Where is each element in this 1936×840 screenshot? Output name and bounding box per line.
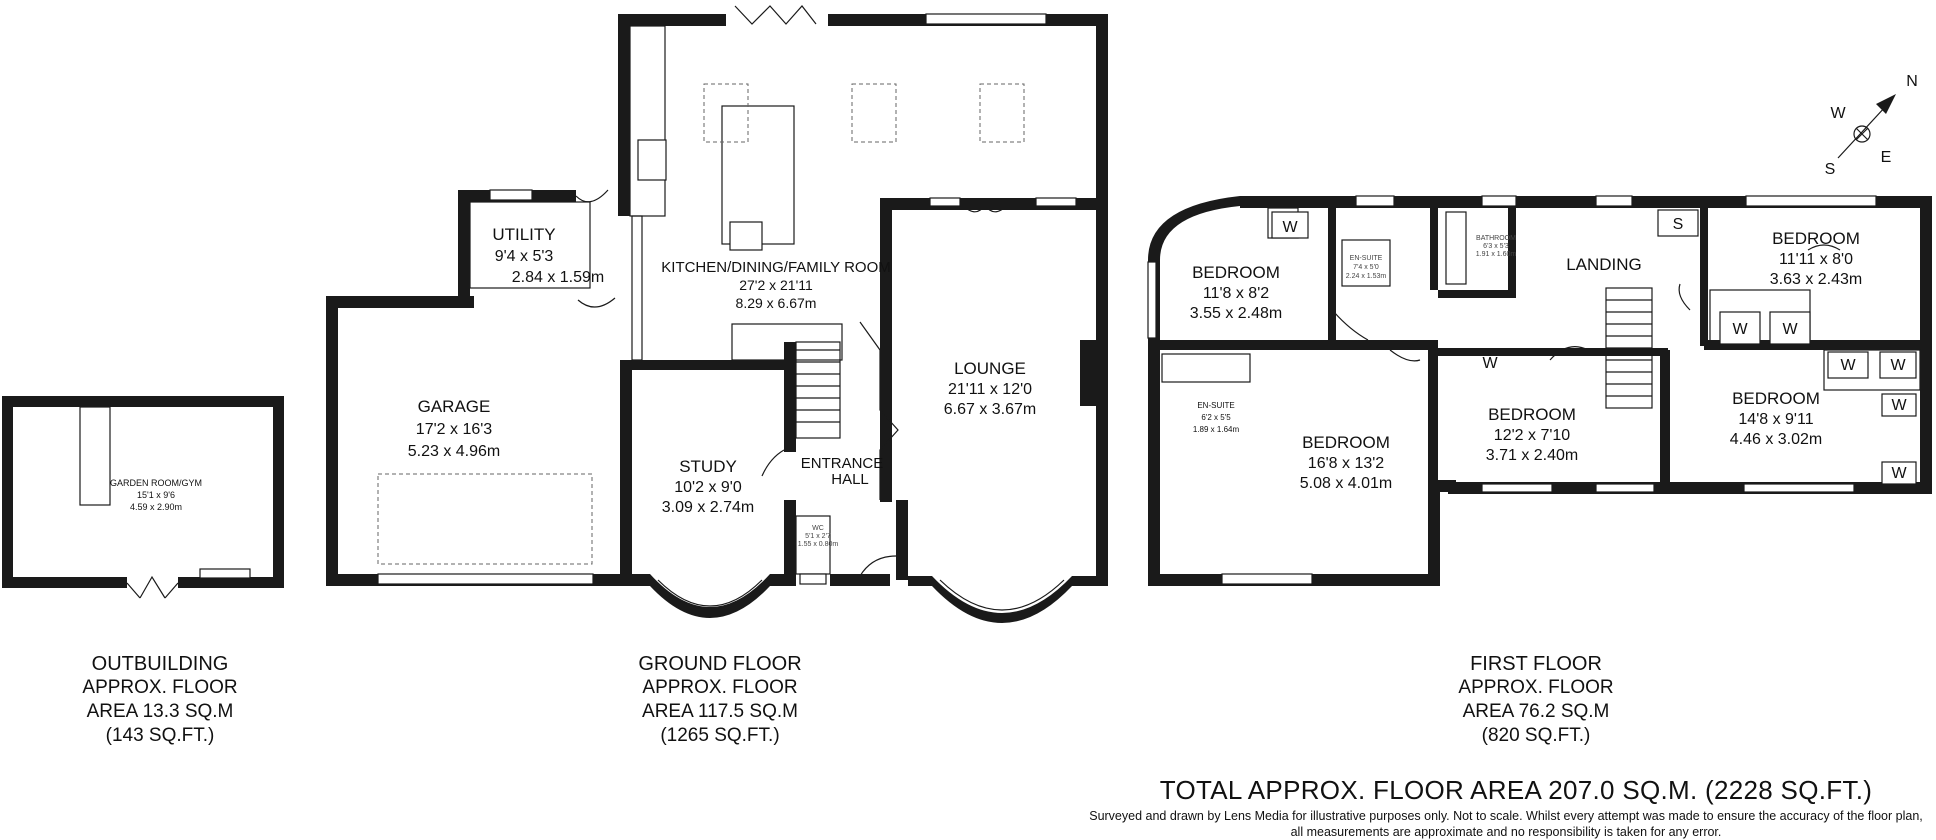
- disclaimer: Surveyed and drawn by Lens Media for ill…: [1076, 808, 1936, 840]
- bedroom1-metric: 3.55 x 2.48m: [1190, 305, 1283, 322]
- outbuilding-plan: GARDEN ROOM/GYM 15'1 x 9'6 4.59 x 2.90m: [2, 396, 284, 599]
- bathroom-metric: 1.91 x 1.60m: [1476, 251, 1517, 258]
- utility-metric: 2.84 x 1.59m: [512, 269, 605, 286]
- bathroom-imperial: 6'3 x 5'3: [1483, 243, 1509, 250]
- wardrobe-marker: W: [1482, 355, 1498, 372]
- bedroom3-metric: 5.08 x 4.01m: [1300, 475, 1393, 492]
- study-name: STUDY: [679, 457, 737, 476]
- lounge-name: LOUNGE: [954, 359, 1026, 378]
- bedroom4-metric: 3.71 x 2.40m: [1486, 447, 1579, 464]
- first-floor-area-line3: (820 SQ.FT.): [1481, 725, 1591, 746]
- wardrobe-marker: W: [1890, 357, 1906, 374]
- first-floor-area-line1: APPROX. FLOOR: [1458, 677, 1614, 698]
- garden-room-name: GARDEN ROOM/GYM: [110, 478, 202, 488]
- garden-room-metric: 4.59 x 2.90m: [130, 502, 182, 512]
- bedroom4-name: BEDROOM: [1488, 405, 1576, 424]
- disclaimer-line2: all measurements are approximate and no …: [1290, 825, 1722, 839]
- bedroom4-imperial: 12'2 x 7'10: [1494, 427, 1570, 444]
- ensuite1-imperial: 7'4 x 5'0: [1353, 264, 1379, 271]
- utility-name: UTILITY: [492, 225, 555, 244]
- ground-floor-area-line3: (1265 SQ.FT.): [660, 725, 780, 746]
- bedroom2-imperial: 11'11 x 8'0: [1779, 251, 1853, 268]
- first-floor-plan: [1147, 195, 1932, 586]
- lounge-metric: 6.67 x 3.67m: [944, 401, 1037, 418]
- wardrobe-marker: W: [1732, 321, 1748, 338]
- store-marker: S: [1673, 216, 1684, 233]
- ground-floor-plan: [326, 5, 1108, 623]
- ground-floor-area-line1: APPROX. FLOOR: [642, 677, 798, 698]
- wc-imperial: 5'1 x 2'7: [805, 533, 831, 540]
- disclaimer-line1: Surveyed and drawn by Lens Media for ill…: [1089, 809, 1923, 823]
- garage-imperial: 17'2 x 16'3: [416, 421, 492, 438]
- outbuilding-area-line2: AREA 13.3 SQ.M: [86, 701, 234, 722]
- wc-name: WC: [812, 525, 824, 532]
- ensuite2-name: EN-SUITE: [1197, 401, 1234, 410]
- bedroom5-metric: 4.46 x 3.02m: [1730, 431, 1823, 448]
- wardrobe-marker: W: [1782, 321, 1798, 338]
- bedroom2-name: BEDROOM: [1772, 229, 1860, 248]
- bathroom-name: BATHROOM: [1476, 235, 1516, 242]
- wardrobe-marker: W: [1891, 397, 1907, 414]
- total-floor-area: TOTAL APPROX. FLOOR AREA 207.0 SQ.M. (22…: [1159, 775, 1873, 805]
- garden-room-imperial: 15'1 x 9'6: [137, 490, 175, 500]
- wardrobe-marker: W: [1891, 465, 1907, 482]
- first-floor-title: FIRST FLOOR: [1470, 653, 1602, 675]
- compass-n-label: N: [1906, 73, 1918, 90]
- first-floor-area-line2: AREA 76.2 SQ.M: [1462, 701, 1610, 722]
- compass-w-label: W: [1830, 105, 1846, 122]
- ground-floor-title: GROUND FLOOR: [638, 653, 802, 675]
- ensuite1-name: EN-SUITE: [1350, 255, 1383, 262]
- hall-label-line2: HALL: [831, 471, 869, 488]
- outbuilding-area-line3: (143 SQ.FT.): [105, 725, 215, 746]
- landing-name: LANDING: [1566, 255, 1642, 274]
- study-metric: 3.09 x 2.74m: [662, 499, 755, 516]
- kitchen-metric: 8.29 x 6.67m: [736, 295, 817, 311]
- bedroom5-imperial: 14'8 x 9'11: [1738, 411, 1813, 428]
- first-floor-caption: FIRST FLOOR APPROX. FLOOR AREA 76.2 SQ.M…: [1416, 652, 1656, 748]
- bedroom3-imperial: 16'8 x 13'2: [1308, 455, 1384, 472]
- outbuilding-area-line1: APPROX. FLOOR: [82, 677, 238, 698]
- garage-metric: 5.23 x 4.96m: [408, 443, 501, 460]
- outbuilding-caption: OUTBUILDING APPROX. FLOOR AREA 13.3 SQ.M…: [40, 652, 280, 748]
- utility-imperial: 9'4 x 5'3: [495, 248, 554, 265]
- ensuite1-metric: 2.24 x 1.53m: [1346, 273, 1387, 280]
- bedroom1-name: BEDROOM: [1192, 263, 1280, 282]
- wardrobe-marker: W: [1840, 357, 1856, 374]
- ground-floor-caption: GROUND FLOOR APPROX. FLOOR AREA 117.5 SQ…: [600, 652, 840, 748]
- lounge-imperial: 21'11 x 12'0: [948, 381, 1032, 398]
- bedroom3-name: BEDROOM: [1302, 433, 1390, 452]
- compass-e-label: E: [1881, 149, 1892, 166]
- compass-rose: N W S E: [1825, 73, 1918, 178]
- kitchen-name: KITCHEN/DINING/FAMILY ROOM: [661, 259, 890, 276]
- garage-name: GARAGE: [418, 397, 491, 416]
- outbuilding-title: OUTBUILDING: [91, 653, 229, 675]
- compass-s-label: S: [1825, 161, 1836, 178]
- wc-metric: 1.55 x 0.80m: [798, 541, 839, 548]
- bedroom5-name: BEDROOM: [1732, 389, 1820, 408]
- ground-floor-area-line2: AREA 117.5 SQ.M: [642, 701, 798, 722]
- bedroom1-imperial: 11'8 x 8'2: [1203, 285, 1269, 302]
- kitchen-imperial: 27'2 x 21'11: [739, 277, 813, 293]
- ensuite2-imperial: 6'2 x 5'5: [1201, 413, 1231, 422]
- hall-label-line1: ENTRANCE: [801, 455, 884, 472]
- bedroom2-metric: 3.63 x 2.43m: [1770, 271, 1863, 288]
- ensuite2-metric: 1.89 x 1.64m: [1193, 425, 1240, 434]
- wardrobe-marker: W: [1282, 219, 1298, 236]
- study-imperial: 10'2 x 9'0: [674, 479, 742, 496]
